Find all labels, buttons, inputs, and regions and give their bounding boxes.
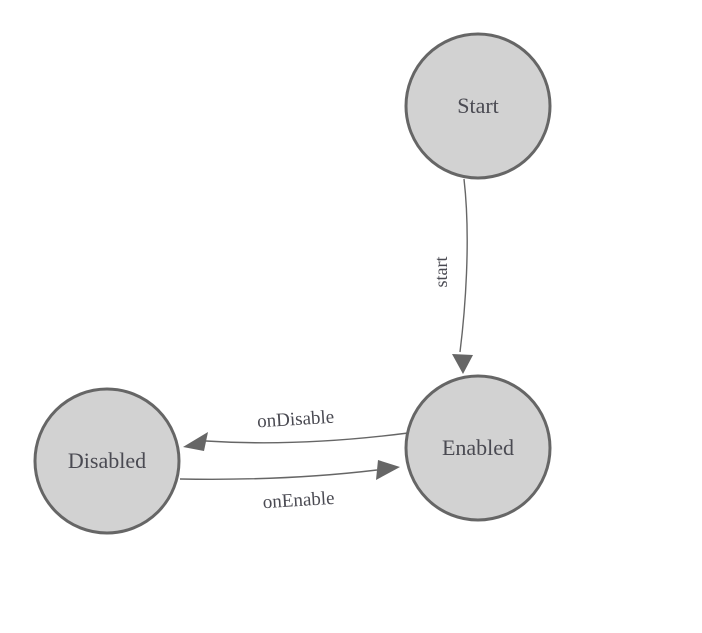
state-circle-enabled — [404, 374, 552, 522]
edge-line-start-enabled — [459, 178, 468, 353]
state-label-enabled: Enabled — [442, 435, 514, 460]
arrowhead-enabled-disabled — [183, 432, 208, 451]
state-label-start: Start — [457, 93, 499, 118]
state-node-enabled: Enabled — [404, 374, 552, 522]
edge-disabled-enabled: onEnable — [179, 460, 400, 513]
state-circle-disabled — [33, 387, 181, 535]
edge-line-disabled-enabled — [179, 469, 378, 481]
state-circle-start — [404, 32, 552, 180]
edge-label-onenable: onEnable — [262, 488, 335, 513]
edge-line-enabled-disabled — [205, 432, 409, 444]
state-label-disabled: Disabled — [68, 448, 146, 473]
arrowhead-start-enabled — [452, 354, 473, 374]
edge-label-ondisable: onDisable — [257, 407, 335, 433]
edge-start-enabled: start — [431, 178, 473, 374]
edge-enabled-disabled: onDisable — [183, 407, 409, 451]
arrowhead-disabled-enabled — [376, 460, 400, 480]
edge-label-start: start — [431, 257, 451, 288]
state-node-start: Start — [404, 32, 552, 180]
state-node-disabled: Disabled — [33, 387, 181, 535]
